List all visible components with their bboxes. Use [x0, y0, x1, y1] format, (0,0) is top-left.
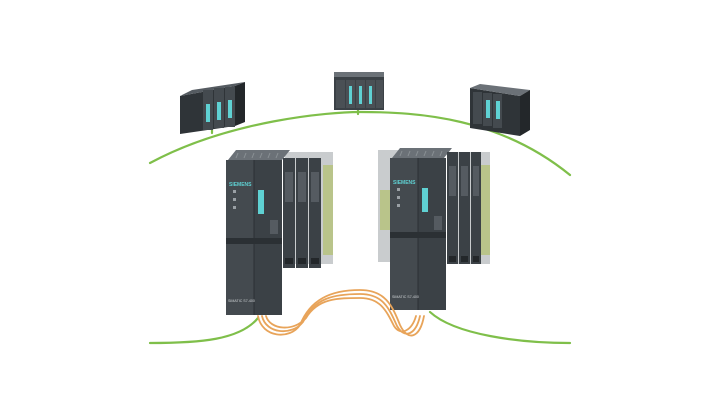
network-bottom-right [428, 310, 572, 345]
cpu-left-model: SIMATIC S7-400 [228, 299, 255, 303]
network-arc-top [148, 110, 572, 177]
remote-io-rack-middle [334, 72, 384, 110]
cpu-right-brand: SIEMENS [393, 180, 416, 186]
cpu-left-brand: SIEMENS [229, 182, 252, 188]
remote-io-rack-left [180, 82, 245, 134]
fiber-sync-cables [257, 289, 425, 337]
network-cables [148, 106, 572, 345]
network-bottom-left [148, 316, 260, 345]
plc-station-right: SIEMENS SIMATIC S7-400 [378, 148, 490, 310]
plc-station-left: SIEMENS SIMATIC S7-400 [226, 150, 333, 315]
cpu-right-model: SIMATIC S7-400 [392, 295, 419, 299]
remote-io-rack-right [470, 84, 530, 136]
